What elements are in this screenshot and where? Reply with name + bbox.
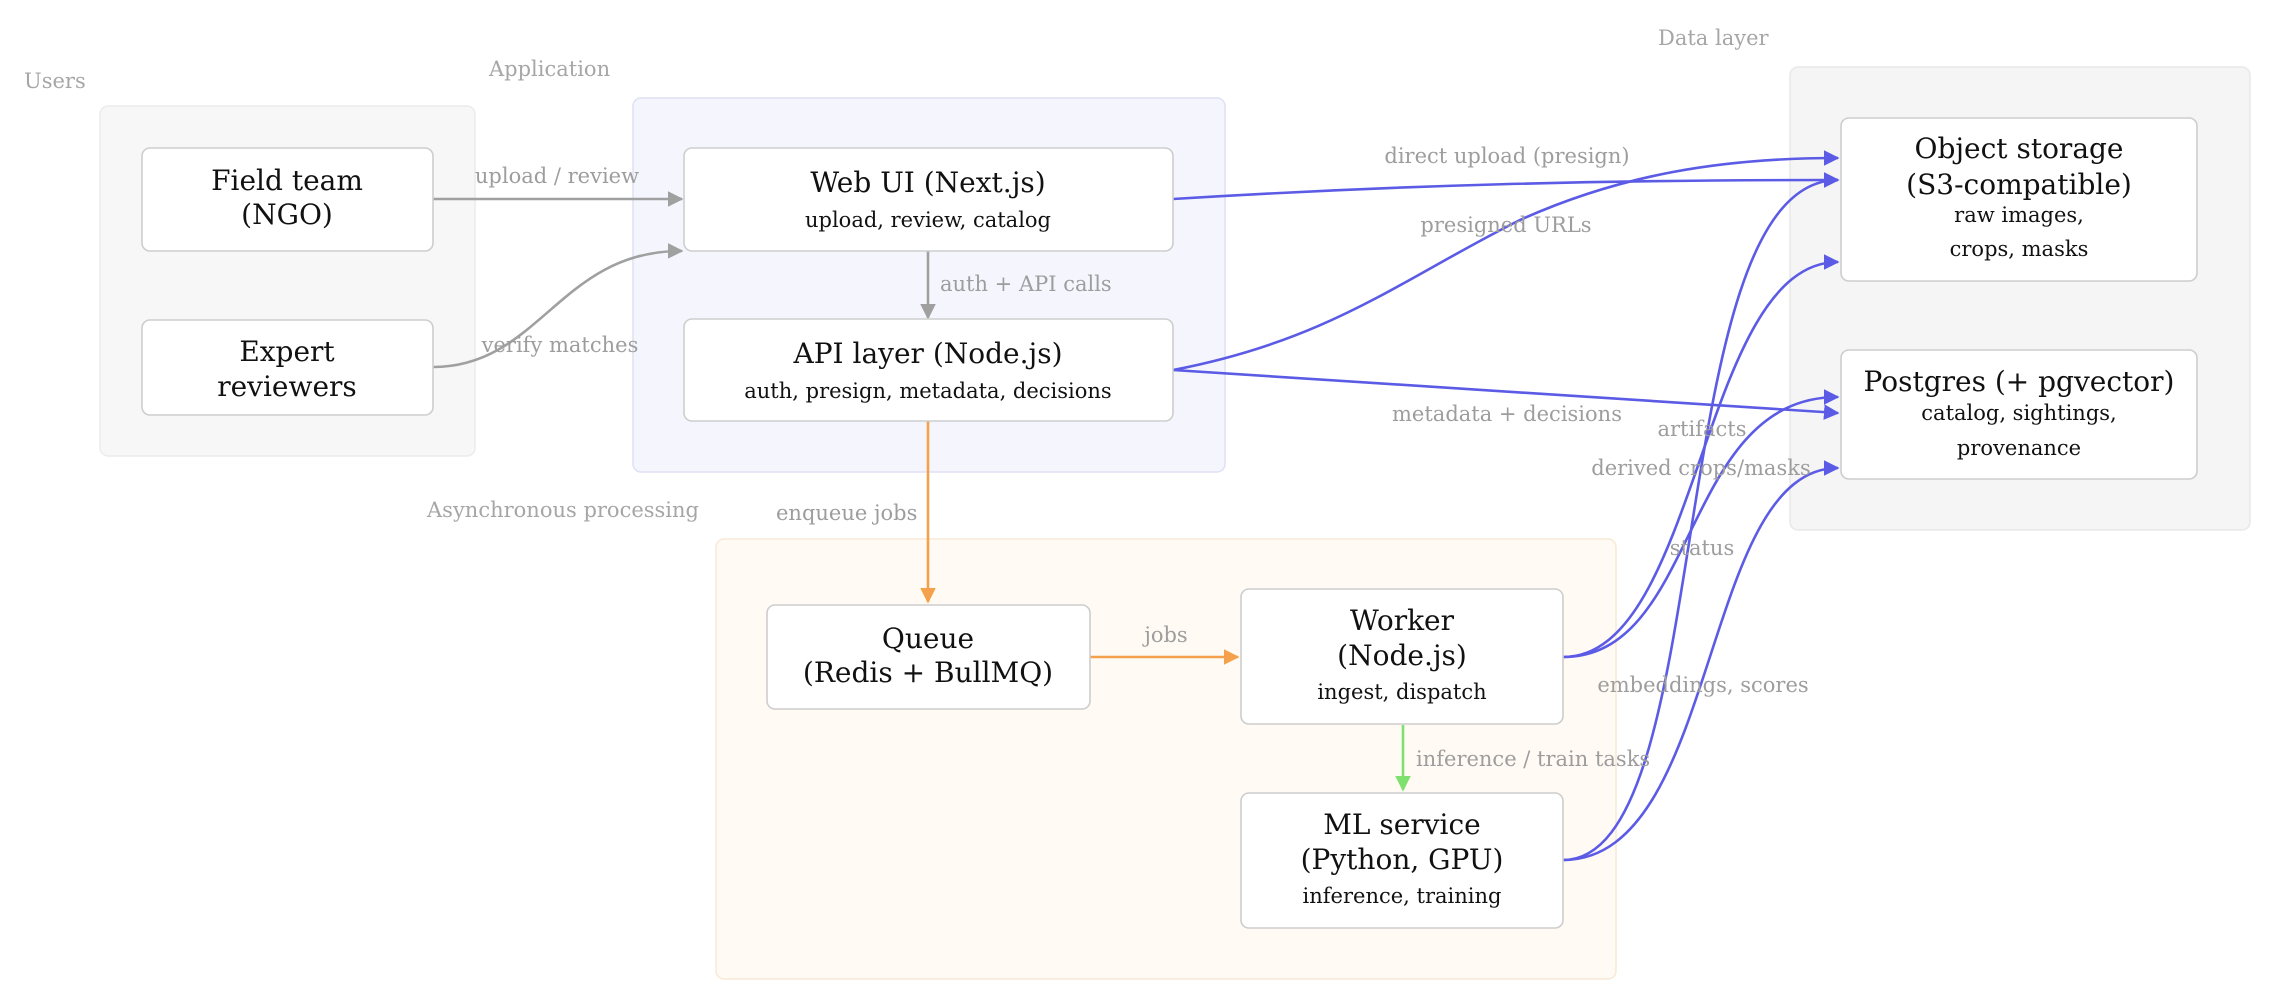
storage-sub1: raw images, — [1954, 203, 2084, 227]
label-embeddings-scores: embeddings, scores — [1597, 673, 1808, 697]
edge-worker-artifacts — [1562, 254, 1840, 659]
label-upload-review: upload / review — [475, 164, 639, 188]
node-web-ui[interactable]: Web UI (Next.js) upload, review, catalog — [683, 147, 1174, 252]
users-group-label: Users — [24, 69, 86, 93]
storage-line2: (S3-compatible) — [1906, 168, 2132, 201]
ml-line2: (Python, GPU) — [1301, 843, 1504, 876]
label-status: status — [1670, 536, 1734, 560]
postgres-title: Postgres (+ pgvector) — [1864, 365, 2175, 398]
label-verify-matches: verify matches — [481, 333, 639, 357]
ml-line1: ML service — [1323, 808, 1481, 841]
async-group-label: Asynchronous processing — [426, 498, 699, 522]
edge-direct-upload — [1172, 172, 1840, 201]
label-metadata-decisions: metadata + decisions — [1392, 402, 1622, 426]
node-queue[interactable]: Queue (Redis + BullMQ) — [766, 604, 1091, 710]
web-ui-title: Web UI (Next.js) — [810, 166, 1045, 199]
worker-sub: ingest, dispatch — [1317, 680, 1486, 704]
label-derived-crops: derived crops/masks — [1591, 456, 1811, 480]
application-group-label: Application — [488, 57, 610, 81]
label-direct-upload: direct upload (presign) — [1384, 144, 1629, 168]
worker-line1: Worker — [1350, 604, 1455, 637]
node-ml-service[interactable]: ML service (Python, GPU) inference, trai… — [1240, 792, 1564, 929]
node-object-storage[interactable]: Object storage (S3-compatible) raw image… — [1840, 117, 2198, 282]
node-postgres[interactable]: Postgres (+ pgvector) catalog, sightings… — [1840, 349, 2198, 480]
label-artifacts: artifacts — [1658, 417, 1747, 441]
field-team-line1: Field team — [211, 164, 363, 197]
experts-line1: Expert — [239, 335, 335, 368]
postgres-sub1: catalog, sightings, — [1921, 401, 2116, 425]
label-auth-api: auth + API calls — [940, 272, 1112, 296]
queue-line2: (Redis + BullMQ) — [803, 656, 1053, 689]
field-team-line2: (NGO) — [241, 198, 333, 231]
ml-sub: inference, training — [1303, 884, 1502, 908]
label-jobs: jobs — [1141, 623, 1187, 647]
postgres-sub2: provenance — [1957, 436, 2081, 460]
api-title: API layer (Node.js) — [793, 337, 1063, 370]
worker-line2: (Node.js) — [1337, 639, 1467, 672]
data-layer-group-label: Data layer — [1658, 26, 1770, 50]
node-worker[interactable]: Worker (Node.js) ingest, dispatch — [1240, 588, 1564, 725]
storage-sub2: crops, masks — [1950, 237, 2089, 261]
edge-presigned-urls — [1172, 150, 1840, 372]
node-expert-reviewers[interactable]: Expert reviewers — [141, 319, 434, 416]
label-inference-train: inference / train tasks — [1416, 747, 1650, 771]
label-enqueue-jobs: enqueue jobs — [776, 501, 917, 525]
edge-ml-embeddings — [1562, 460, 1840, 862]
edge-verify-matches — [432, 243, 684, 369]
web-ui-sub: upload, review, catalog — [805, 208, 1051, 232]
node-api-layer[interactable]: API layer (Node.js) auth, presign, metad… — [683, 318, 1174, 422]
queue-line1: Queue — [882, 622, 974, 655]
storage-line1: Object storage — [1914, 132, 2123, 165]
label-presigned-urls: presigned URLs — [1420, 213, 1591, 237]
node-field-team[interactable]: Field team (NGO) — [141, 147, 434, 252]
experts-line2: reviewers — [217, 370, 357, 403]
api-sub: auth, presign, metadata, decisions — [744, 379, 1111, 403]
edge-metadata-decisions — [1172, 368, 1840, 420]
edge-ml-derived-crops — [1562, 172, 1840, 862]
